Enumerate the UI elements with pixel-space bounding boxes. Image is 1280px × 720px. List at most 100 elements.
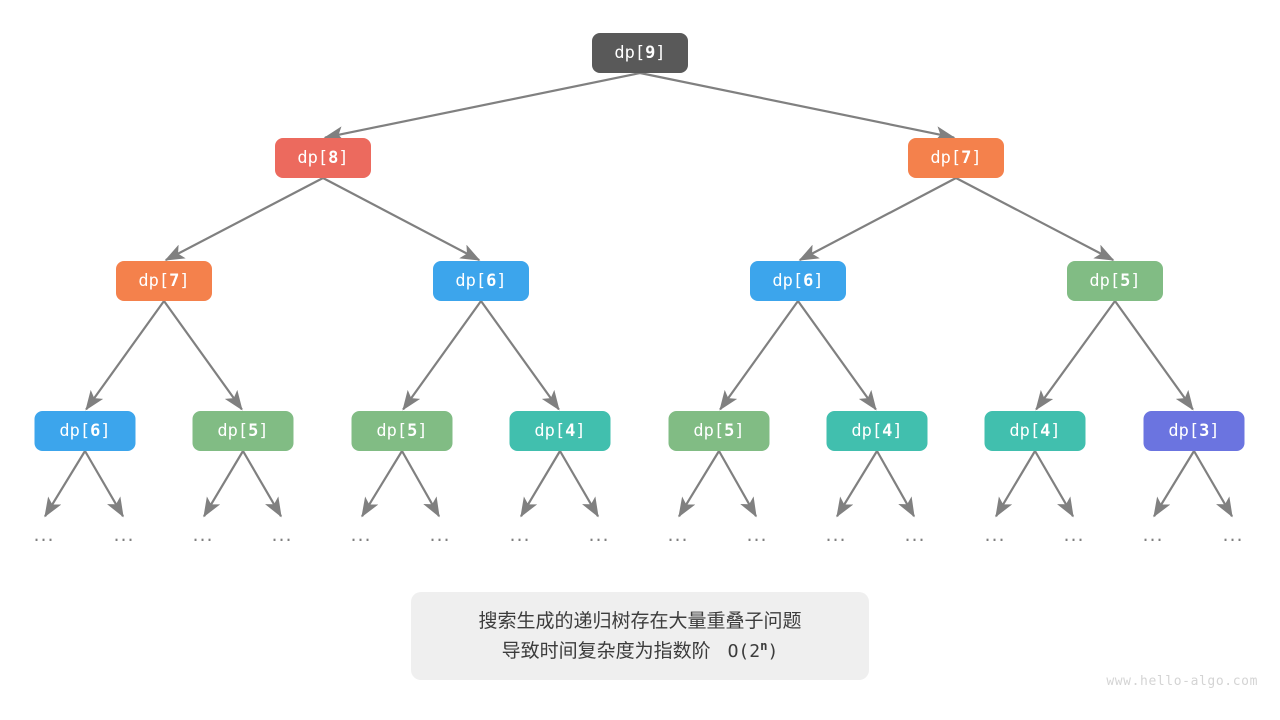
node-label-prefix: dp[ xyxy=(59,421,91,441)
tree-node-dp-5[interactable]: dp[5] xyxy=(668,411,770,451)
caption-line-1: 搜索生成的递归树存在大量重叠子问题 xyxy=(478,609,802,632)
tree-node-dp-5[interactable]: dp[5] xyxy=(351,411,453,451)
tree-node-dp-9[interactable]: dp[9] xyxy=(592,33,688,73)
ellipsis-marker: ... xyxy=(192,524,214,546)
node-label-index: 9 xyxy=(645,43,656,63)
tree-edge xyxy=(719,300,799,411)
tree-node-dp-4[interactable]: dp[4] xyxy=(826,411,928,451)
node-label-prefix: dp[ xyxy=(1168,421,1200,441)
tree-edge xyxy=(361,450,403,518)
node-label-prefix: dp[ xyxy=(534,421,566,441)
ellipsis-marker: ... xyxy=(33,524,55,546)
tree-edge xyxy=(85,300,165,411)
node-label-suffix: ] xyxy=(258,421,269,441)
node-label-suffix: ] xyxy=(813,271,824,291)
node-label-prefix: dp[ xyxy=(614,43,646,63)
node-label-suffix: ] xyxy=(734,421,745,441)
node-label-index: 8 xyxy=(328,148,339,168)
tree-node-dp-6[interactable]: dp[6] xyxy=(433,261,529,301)
node-label-prefix: dp[ xyxy=(455,271,487,291)
node-label-prefix: dp[ xyxy=(1009,421,1041,441)
ellipsis-marker: ... xyxy=(271,524,293,546)
tree-node-dp-4[interactable]: dp[4] xyxy=(509,411,611,451)
tree-edge xyxy=(836,450,878,518)
node-label-index: 4 xyxy=(565,421,576,441)
node-label-index: 6 xyxy=(486,271,497,291)
tree-edge xyxy=(639,71,956,142)
node-label-prefix: dp[ xyxy=(217,421,249,441)
tree-node-dp-5[interactable]: dp[5] xyxy=(1067,261,1163,301)
node-label-suffix: ] xyxy=(971,148,982,168)
tree-node-dp-7[interactable]: dp[7] xyxy=(908,138,1004,178)
tree-node-dp-7[interactable]: dp[7] xyxy=(116,261,212,301)
caption-line-2: 导致时间复杂度为指数阶 O(2n) xyxy=(502,636,779,667)
node-label-index: 6 xyxy=(803,271,814,291)
node-label-prefix: dp[ xyxy=(930,148,962,168)
node-label-suffix: ] xyxy=(655,43,666,63)
tree-edge xyxy=(401,450,440,518)
node-label-suffix: ] xyxy=(338,148,349,168)
node-label-prefix: dp[ xyxy=(693,421,725,441)
node-label-prefix: dp[ xyxy=(772,271,804,291)
tree-node-dp-3[interactable]: dp[3] xyxy=(1143,411,1245,451)
formula-tail: ) xyxy=(767,640,779,662)
node-label-index: 4 xyxy=(1040,421,1051,441)
ellipsis-marker: ... xyxy=(1222,524,1244,546)
tree-node-dp-5[interactable]: dp[5] xyxy=(192,411,294,451)
node-label-suffix: ] xyxy=(417,421,428,441)
ellipsis-marker: ... xyxy=(509,524,531,546)
ellipsis-marker: ... xyxy=(1063,524,1085,546)
node-label-index: 4 xyxy=(882,421,893,441)
ellipsis-marker: ... xyxy=(746,524,768,546)
node-label-prefix: dp[ xyxy=(138,271,170,291)
tree-node-dp-8[interactable]: dp[8] xyxy=(275,138,371,178)
tree-edge xyxy=(1114,300,1194,411)
node-label-prefix: dp[ xyxy=(297,148,329,168)
tree-edge xyxy=(480,300,560,411)
caption-box: 搜索生成的递归树存在大量重叠子问题 导致时间复杂度为指数阶 O(2n) xyxy=(411,592,869,680)
tree-edge xyxy=(995,450,1036,518)
node-label-index: 5 xyxy=(248,421,259,441)
tree-edge xyxy=(402,300,482,411)
node-label-suffix: ] xyxy=(892,421,903,441)
complexity-formula: O(2n) xyxy=(717,639,779,662)
tree-edge xyxy=(797,300,877,411)
tree-edge xyxy=(1034,450,1074,518)
node-label-index: 5 xyxy=(407,421,418,441)
node-label-suffix: ] xyxy=(575,421,586,441)
tree-edge xyxy=(520,450,561,518)
ellipsis-marker: ... xyxy=(984,524,1006,546)
tree-edge xyxy=(798,177,957,262)
node-label-prefix: dp[ xyxy=(851,421,883,441)
node-label-suffix: ] xyxy=(496,271,507,291)
node-label-index: 7 xyxy=(169,271,180,291)
tree-edge xyxy=(955,177,1115,262)
node-label-index: 5 xyxy=(724,421,735,441)
ellipsis-marker: ... xyxy=(667,524,689,546)
node-label-suffix: ] xyxy=(179,271,190,291)
node-label-prefix: dp[ xyxy=(376,421,408,441)
tree-edge xyxy=(322,177,481,262)
tree-edge xyxy=(163,300,243,411)
tree-edge xyxy=(678,450,720,518)
node-label-suffix: ] xyxy=(1209,421,1220,441)
tree-edge xyxy=(1193,450,1233,518)
tree-edge xyxy=(164,177,324,262)
formula-base: O(2 xyxy=(727,640,761,662)
tree-node-dp-6[interactable]: dp[6] xyxy=(34,411,136,451)
node-label-suffix: ] xyxy=(1130,271,1141,291)
tree-edge xyxy=(242,450,282,518)
tree-node-dp-4[interactable]: dp[4] xyxy=(984,411,1086,451)
ellipsis-marker: ... xyxy=(588,524,610,546)
tree-edge xyxy=(718,450,757,518)
node-label-index: 6 xyxy=(90,421,101,441)
tree-edge xyxy=(84,450,124,518)
tree-edge xyxy=(876,450,915,518)
node-label-prefix: dp[ xyxy=(1089,271,1121,291)
tree-edge xyxy=(1153,450,1195,518)
tree-node-dp-6[interactable]: dp[6] xyxy=(750,261,846,301)
tree-edge xyxy=(1035,300,1116,411)
caption-line-2-text: 导致时间复杂度为指数阶 xyxy=(501,639,711,662)
node-label-index: 5 xyxy=(1120,271,1131,291)
